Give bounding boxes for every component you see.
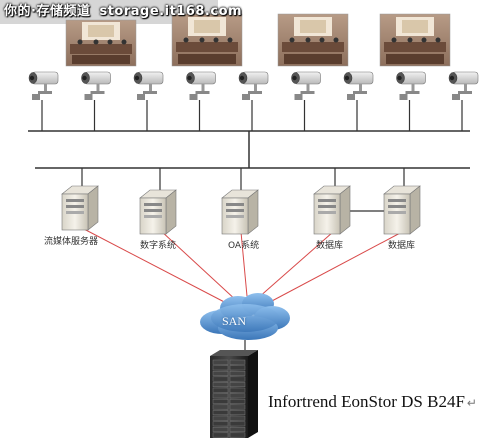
server-label-digital-system: 数字系统 — [140, 241, 177, 251]
security-camera-icon — [133, 71, 164, 100]
san-links — [81, 227, 403, 307]
rack-drive-slot — [212, 426, 229, 432]
rack-drive-slot — [212, 376, 229, 382]
rack-drive-slot — [212, 415, 229, 421]
server-streaming-media — [61, 185, 99, 231]
watermark-brand: 你的·存储频道 — [4, 4, 91, 19]
return-mark: ↵ — [466, 396, 477, 410]
server-database-2 — [383, 185, 421, 235]
rack-drive-slot — [229, 426, 246, 432]
server-label-streaming-media: 流媒体服务器 — [44, 237, 99, 247]
rack-drive-slot — [212, 410, 229, 416]
storage-rack-icon — [210, 350, 258, 438]
camera-group — [28, 71, 479, 100]
rack-drive-slot — [212, 382, 229, 388]
rack-drive-slot — [212, 387, 229, 393]
rack-drive-slot — [229, 370, 246, 376]
rack-drive-slot — [212, 393, 229, 399]
security-camera-icon — [28, 71, 59, 100]
conference-room-image-1 — [65, 19, 137, 67]
rack-drive-slot — [229, 382, 246, 388]
rack-drive-slot — [229, 398, 246, 404]
security-camera-icon — [291, 71, 321, 100]
rack-drive-slot — [229, 376, 246, 382]
rack-drive-slot — [212, 404, 229, 410]
security-camera-icon — [343, 71, 374, 100]
server-label-database-1: 数据库 — [316, 241, 344, 251]
rack-drive-slot — [212, 365, 229, 371]
rack-drive-slot — [229, 393, 246, 399]
conference-room-image-3 — [277, 13, 349, 67]
server-oa-system — [221, 189, 259, 235]
security-camera-icon — [238, 71, 269, 100]
rack-drive-slot — [229, 404, 246, 410]
rack-drive-slot — [212, 398, 229, 404]
rack-drive-slot — [212, 432, 229, 438]
watermark-domain: storage.it168.com — [99, 4, 243, 19]
rack-drive-slot — [229, 387, 246, 393]
rack-drive-slot — [229, 359, 246, 365]
rack-drive-slot — [229, 365, 246, 371]
watermark: 你的·存储频道 storage.it168.com — [4, 2, 242, 22]
san-label: SAN — [222, 314, 247, 328]
storage-model-label: Infortrend EonStor DS B24F↵ — [268, 392, 477, 412]
san-cloud-icon — [200, 293, 290, 340]
storage-model-text: Infortrend EonStor DS B24F — [268, 392, 465, 411]
rack-drive-slot — [229, 410, 246, 416]
conference-room-image-4 — [379, 13, 451, 67]
camera-drop-lines — [41, 100, 463, 131]
rack-drive-slot — [212, 370, 229, 376]
security-camera-icon — [396, 71, 426, 100]
server-label-oa-system: OA系统 — [228, 241, 260, 251]
server-database-1 — [313, 185, 351, 235]
rack-drive-slot — [229, 415, 246, 421]
rack-drive-slot — [212, 359, 229, 365]
server-label-database-2: 数据库 — [388, 241, 416, 251]
rack-drive-slot — [229, 432, 246, 438]
rack-drive-slot — [229, 421, 246, 427]
server-digital-system — [139, 189, 177, 235]
security-camera-icon — [186, 71, 216, 100]
security-camera-icon — [448, 71, 479, 100]
conference-room-image-2 — [171, 13, 243, 67]
rack-drive-slot — [212, 421, 229, 427]
server-drop-lines — [81, 168, 405, 192]
security-camera-icon — [81, 71, 111, 100]
